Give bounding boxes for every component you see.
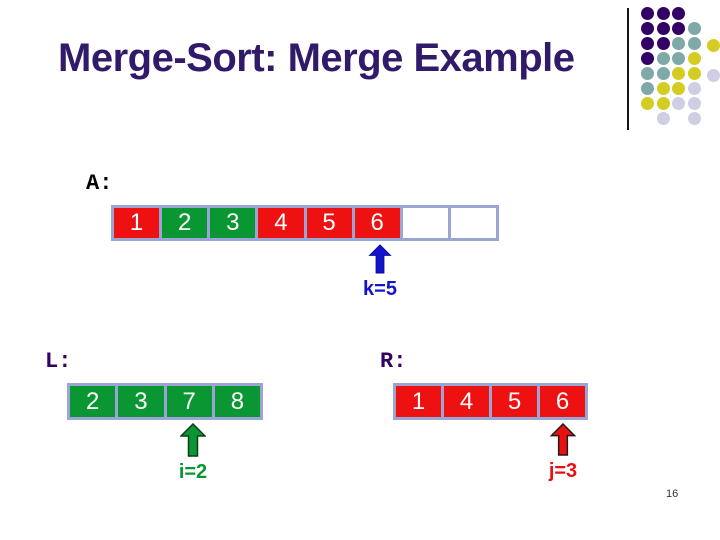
decoration-dot xyxy=(656,112,670,125)
decoration-dot xyxy=(656,82,670,95)
decoration-dot-grid xyxy=(641,7,720,135)
decoration-dot xyxy=(672,82,685,95)
up-arrow-icon xyxy=(180,423,206,457)
decoration-dot xyxy=(641,67,654,80)
array-a-cell-8 xyxy=(450,208,496,238)
decoration-dot xyxy=(641,22,654,35)
array-a-cell-1: 1 xyxy=(114,208,160,238)
array-r-cell-4: 6 xyxy=(540,386,585,417)
decoration-dot xyxy=(672,22,685,35)
pointer-i: i=2 xyxy=(167,423,219,484)
array-l-cell-1: 2 xyxy=(70,386,116,417)
decoration-dot xyxy=(687,97,701,110)
decoration-dot xyxy=(687,67,701,80)
array-a-cell-4: 4 xyxy=(258,208,304,238)
decoration-dot xyxy=(641,52,654,65)
array-a-cell-6: 6 xyxy=(354,208,400,238)
array-r: 1 4 5 6 xyxy=(393,383,588,420)
array-a-label: A: xyxy=(86,171,113,196)
up-arrow-icon xyxy=(550,423,576,456)
decoration-dot xyxy=(706,39,720,52)
array-r-cell-2: 4 xyxy=(444,386,489,417)
decoration-dot xyxy=(672,52,685,65)
pointer-k: k=5 xyxy=(354,244,406,301)
decoration-dot xyxy=(672,97,685,110)
pointer-j-label: j=3 xyxy=(548,460,578,482)
array-r-cell-1: 1 xyxy=(396,386,441,417)
array-a-cell-5: 5 xyxy=(306,208,352,238)
decoration-dot xyxy=(687,112,701,125)
array-r-cell-3: 5 xyxy=(492,386,537,417)
array-l-cell-4: 8 xyxy=(214,386,260,417)
array-a-cell-3: 3 xyxy=(210,208,256,238)
decoration-dot xyxy=(706,69,720,82)
decoration-dot xyxy=(672,37,685,50)
array-l-cell-3: 7 xyxy=(166,386,212,417)
array-a: 1 2 3 4 5 6 xyxy=(111,205,499,241)
decoration-dot xyxy=(656,97,670,110)
decoration-dot xyxy=(641,37,654,50)
array-r-label: R: xyxy=(380,349,407,374)
slide-title: Merge-Sort: Merge Example xyxy=(58,36,575,80)
array-l: 2 3 7 8 xyxy=(67,383,263,420)
page-number: 16 xyxy=(666,488,679,500)
array-a-cell-2: 2 xyxy=(162,208,208,238)
decoration-dot xyxy=(672,7,685,20)
decoration-dot xyxy=(641,82,654,95)
array-l-label: L: xyxy=(45,349,72,374)
decoration-dot xyxy=(656,37,670,50)
array-a-cell-7 xyxy=(402,208,448,238)
decoration-dot xyxy=(687,22,701,35)
pointer-k-label: k=5 xyxy=(363,278,397,300)
decoration-dot xyxy=(641,97,654,110)
pointer-j: j=3 xyxy=(537,423,589,483)
decoration-dot xyxy=(672,67,685,80)
pointer-i-label: i=2 xyxy=(178,461,208,483)
decoration-dot xyxy=(656,67,670,80)
decoration-dot xyxy=(687,52,701,65)
array-l-cell-2: 3 xyxy=(118,386,164,417)
decoration-dot xyxy=(656,7,670,20)
decoration-dot xyxy=(687,37,701,50)
decoration-vertical-line xyxy=(627,8,629,130)
decoration-dot xyxy=(656,22,670,35)
up-arrow-icon xyxy=(368,244,392,274)
decoration-dot xyxy=(687,82,701,95)
decoration-dot xyxy=(656,52,670,65)
decoration-dot xyxy=(641,7,654,20)
